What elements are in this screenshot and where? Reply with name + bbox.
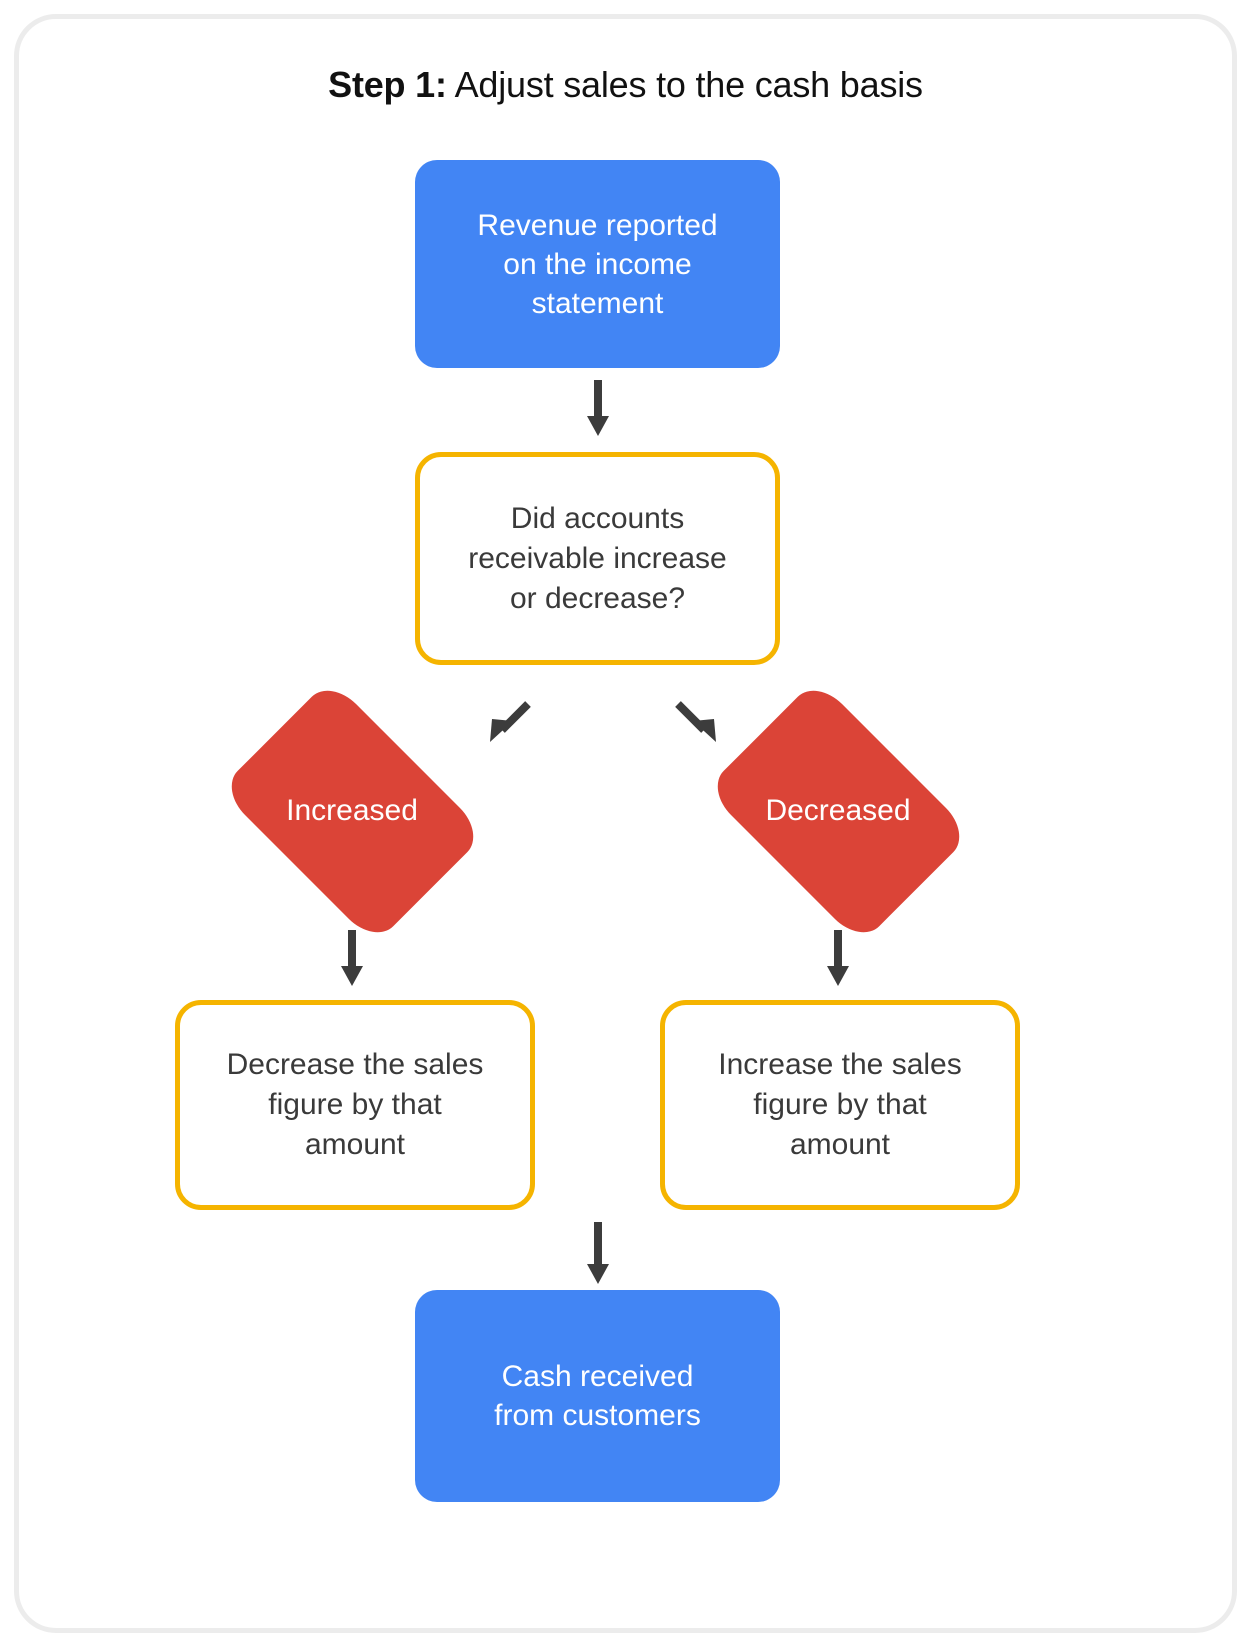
- page-title: Step 1: Adjust sales to the cash basis: [0, 62, 1251, 108]
- node-ar-question-label: Did accounts receivable increase or decr…: [468, 501, 727, 615]
- node-ar-question[interactable]: Did accounts receivable increase or decr…: [415, 452, 780, 665]
- arrow-decreased-to-increase-sales: [827, 930, 849, 986]
- node-increased-diamond[interactable]: Increased: [196, 678, 508, 945]
- arrow-question-to-increased: [490, 701, 531, 742]
- node-decrease-sales-label: Decrease the sales figure by that amount: [226, 1048, 484, 1161]
- arrow-sales-to-cash-received: [587, 1222, 609, 1284]
- node-increased-label: Increased: [286, 794, 418, 827]
- title-description: Adjust sales to the cash basis: [446, 64, 923, 105]
- node-increase-sales-label: Increase the sales figure by that amount: [718, 1048, 962, 1161]
- node-decreased-label: Decreased: [765, 794, 911, 827]
- arrow-revenue-to-question: [587, 380, 609, 436]
- node-increase-sales[interactable]: Increase the sales figure by that amount: [660, 1000, 1020, 1210]
- node-revenue-reported-label: Revenue reported on the income statement: [477, 208, 718, 320]
- node-cash-received-label: Cash received from customers: [494, 1360, 701, 1432]
- title-step-label: Step 1:: [328, 64, 447, 105]
- node-cash-received[interactable]: Cash received from customers: [415, 1290, 780, 1502]
- arrow-question-to-decreased: [675, 701, 716, 742]
- arrow-increased-to-decrease-sales: [341, 930, 363, 986]
- node-decreased-diamond[interactable]: Decreased: [682, 678, 994, 945]
- node-decrease-sales[interactable]: Decrease the sales figure by that amount: [175, 1000, 535, 1210]
- node-revenue-reported[interactable]: Revenue reported on the income statement: [415, 160, 780, 368]
